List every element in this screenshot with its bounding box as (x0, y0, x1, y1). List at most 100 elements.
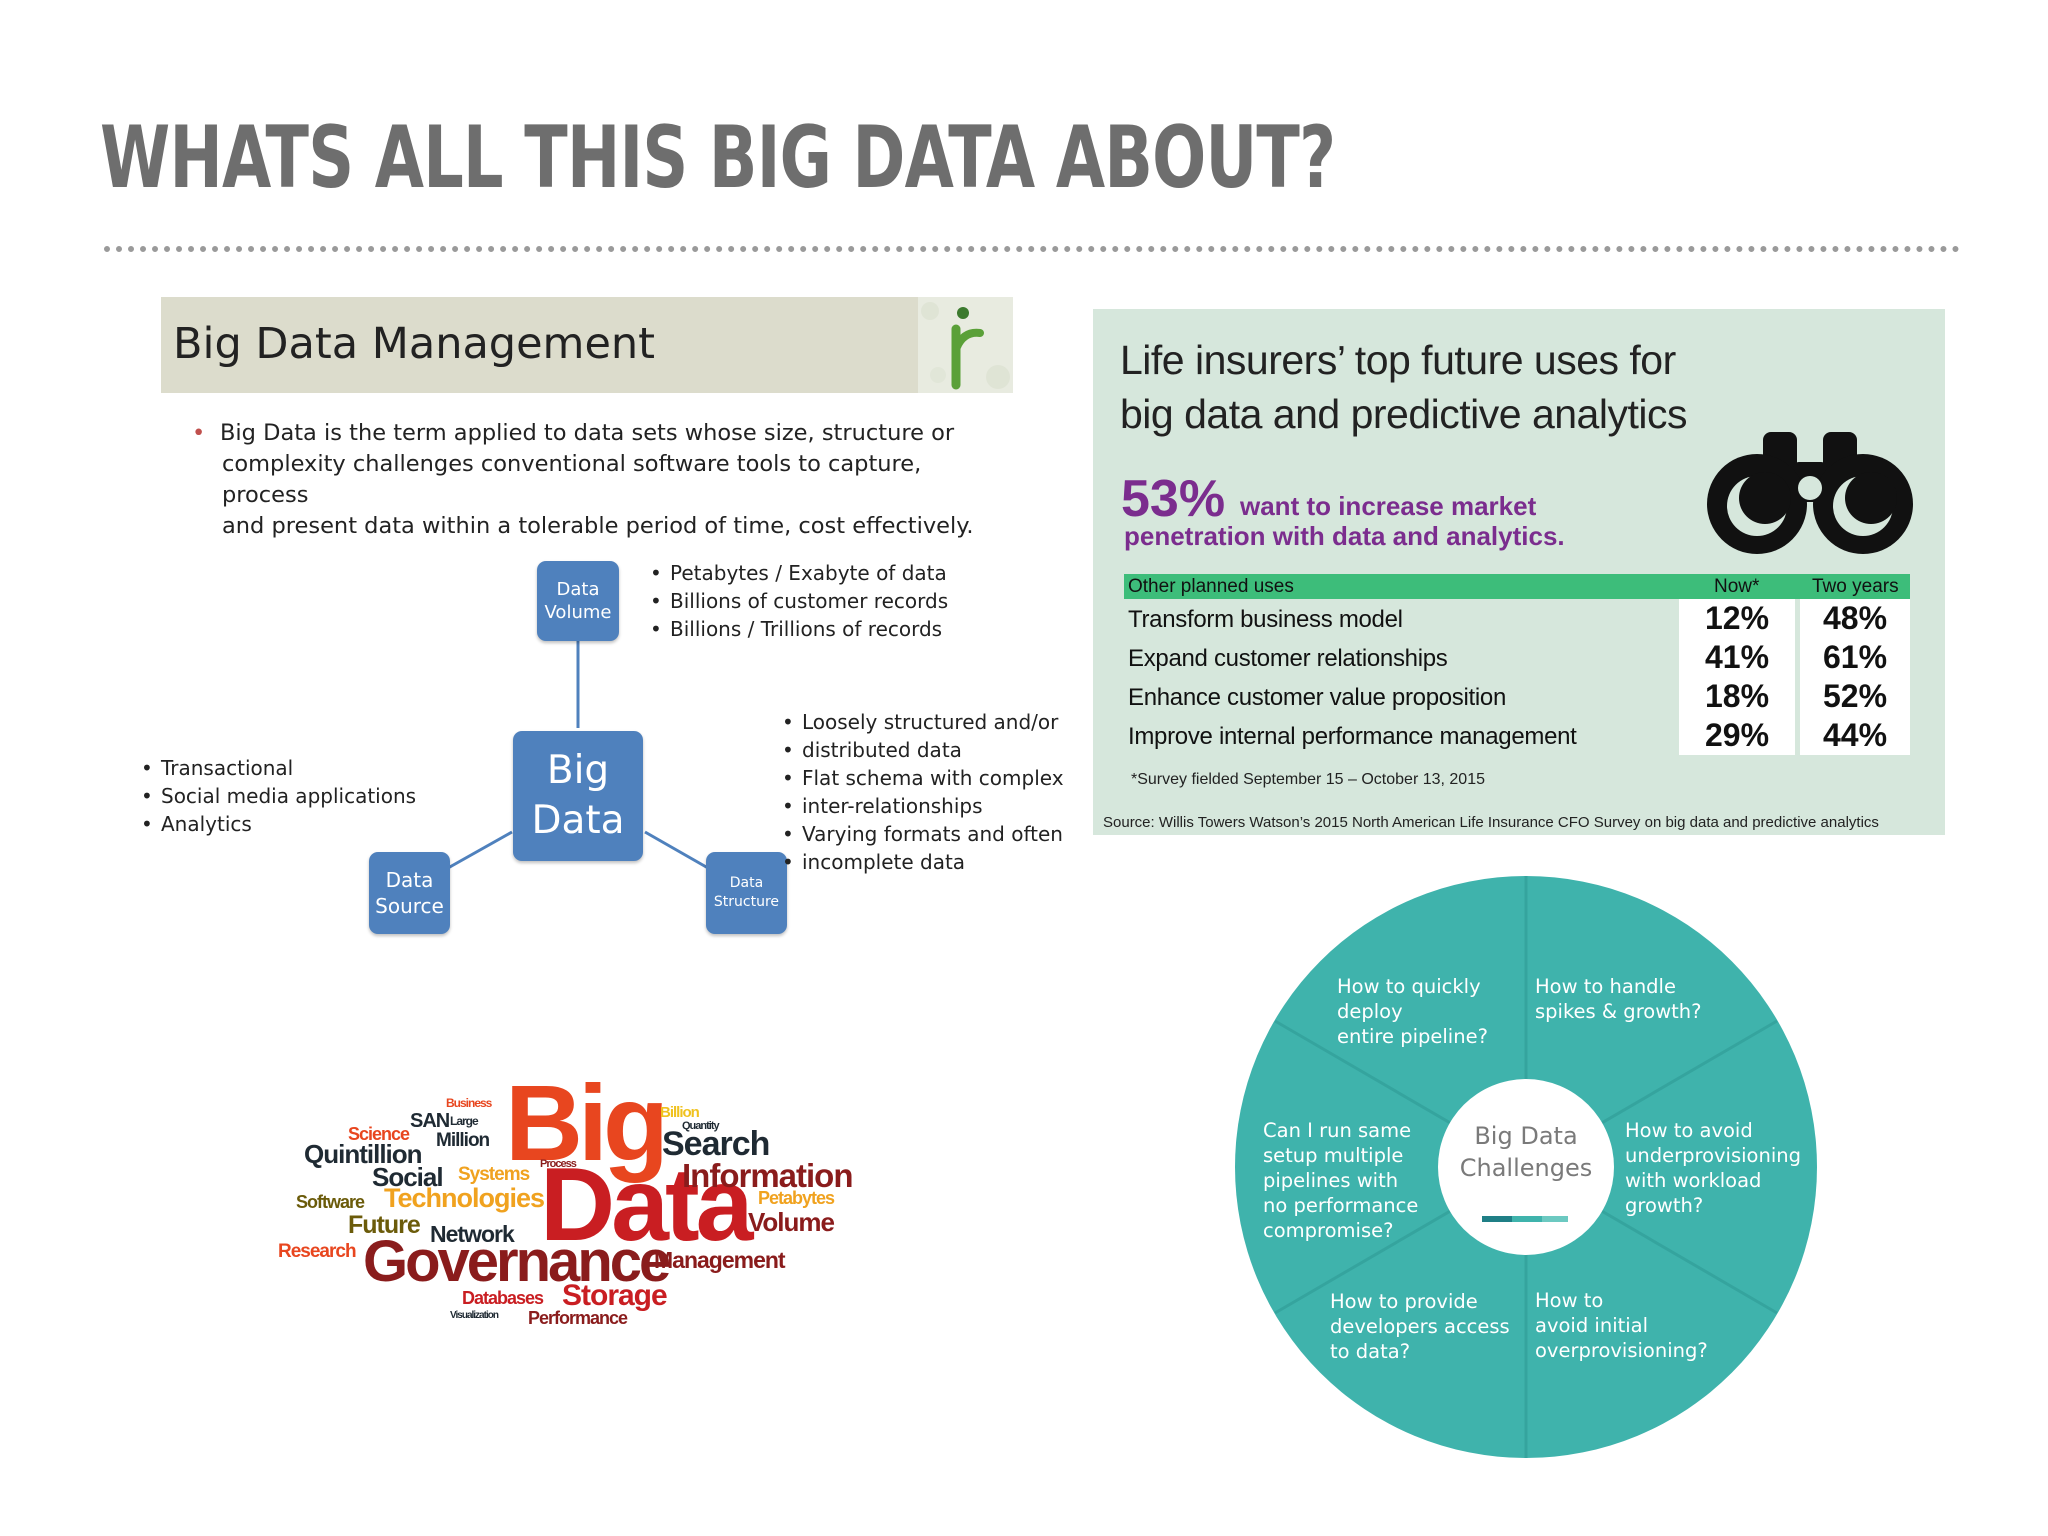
r-logo-icon (918, 297, 1013, 393)
wheel-graphic (1235, 876, 1817, 1458)
list-item-continuation: incomplete data (802, 850, 966, 874)
survey-footnote: *Survey fielded September 15 – October 1… (1131, 771, 1485, 788)
binoculars-icon (1705, 426, 1915, 561)
two-years-value: 44% (1800, 716, 1910, 755)
list-item-continuation: distributed data (802, 738, 962, 762)
word: SAN (410, 1110, 450, 1132)
segment-line: no performance (1263, 1194, 1419, 1217)
list-item: Petabytes / Exabyte of data (650, 559, 948, 587)
list-item: Analytics (141, 810, 416, 838)
word: Data (540, 1147, 753, 1263)
segment-line: spikes & growth? (1535, 1000, 1702, 1023)
insurers-title: Life insurers’ top future uses for big d… (1120, 333, 1687, 441)
title-line: big data and predictive analytics (1120, 391, 1687, 437)
word: Software (296, 1192, 365, 1212)
segment-underprovisioning: How to avoid underprovisioning with work… (1625, 1118, 1801, 1218)
list-item: Transactional (141, 754, 416, 782)
segment-line: to data? (1330, 1340, 1411, 1363)
headline-percent: 53% (1121, 470, 1226, 528)
segment-line: overprovisioning? (1535, 1339, 1708, 1362)
challenges-wheel: Big Data Challenges How to quickly deplo… (1235, 876, 1817, 1458)
word: Technologies (384, 1183, 545, 1213)
list-item-continuation: inter-relationships (802, 794, 983, 818)
list-item: Social media applications (141, 782, 416, 810)
segment-developer-access: How to provide developers access to data… (1330, 1289, 1510, 1364)
segment-line: compromise? (1263, 1219, 1394, 1242)
structure-bullets: Loosely structured and/or distributed da… (782, 708, 1064, 876)
node-text: Data (729, 875, 764, 891)
bullet-marker: • (192, 420, 206, 446)
center-label-wrap: Big Data Challenges (1437, 1120, 1615, 1184)
list-item: inter-relationships (782, 792, 1064, 820)
list-item: incomplete data (782, 848, 1064, 876)
source-bullets: Transactional Social media applications … (141, 754, 416, 838)
segment-overprovisioning: How to avoid initial overprovisioning? (1535, 1288, 1708, 1363)
word: Research (278, 1241, 357, 1262)
word: Petabytes (758, 1188, 835, 1208)
list-item: Billions / Trillions of records (650, 615, 948, 643)
node-text: Data (556, 579, 600, 600)
segment-line: avoid initial (1535, 1314, 1649, 1337)
word: Search (662, 1125, 770, 1163)
word: Quantity (682, 1120, 720, 1132)
word: Systems (458, 1164, 530, 1185)
definition-line-1: Big Data is the term applied to data set… (220, 420, 955, 446)
now-value: 18% (1679, 677, 1795, 716)
source-note: Source: Willis Towers Watson’s 2015 Nort… (1103, 814, 1879, 831)
node-text: Data (385, 868, 434, 892)
volume-bullets: Petabytes / Exabyte of data Billions of … (650, 559, 948, 643)
slide-title: WHATS ALL THIS BIG DATA ABOUT? (100, 108, 1336, 208)
list-item: distributed data (782, 736, 1064, 764)
table-header: Other planned uses Now* Two years (1124, 574, 1910, 599)
row-label: Enhance customer value proposition (1128, 684, 1507, 711)
definition-line-2: complexity challenges conventional softw… (222, 451, 922, 508)
bdm-definition: • Big Data is the term applied to data s… (192, 418, 992, 542)
now-value: 12% (1679, 599, 1795, 638)
headline-text-1: want to increase market (1240, 491, 1537, 521)
bdm-header-bar: Big Data Management (161, 297, 1013, 393)
table-row: Improve internal performance management … (1124, 716, 1910, 755)
list-item: Flat schema with complex (782, 764, 1064, 792)
word: Billion (660, 1104, 700, 1121)
word: Social (372, 1162, 444, 1192)
table-row: Transform business model 12% 48% (1124, 599, 1910, 638)
word: Million (436, 1130, 490, 1151)
segment-line: underprovisioning (1625, 1144, 1801, 1167)
two-years-value: 48% (1800, 599, 1910, 638)
segment-line: How to avoid (1625, 1119, 1753, 1142)
table-row: Expand customer relationships 41% 61% (1124, 638, 1910, 677)
word: Databases (462, 1288, 544, 1308)
segment-line: setup multiple (1263, 1144, 1404, 1167)
data-source-node: Data Source (369, 852, 450, 934)
segment-line: entire pipeline? (1337, 1025, 1488, 1048)
list-item: Billions of customer records (650, 587, 948, 615)
node-text: Volume (544, 602, 612, 623)
node-text: Big (546, 748, 610, 793)
segment-line: growth? (1625, 1194, 1704, 1217)
bdm-title: Big Data Management (173, 319, 656, 369)
segment-line: developers access (1330, 1315, 1510, 1338)
table-row: Enhance customer value proposition 18% 5… (1124, 677, 1910, 716)
title-divider (104, 246, 1960, 252)
word: Visualization (450, 1310, 499, 1321)
now-value: 41% (1679, 638, 1795, 677)
word: Quintillion (304, 1139, 423, 1169)
node-text: Source (375, 894, 444, 918)
segment-line: How to provide (1330, 1290, 1478, 1313)
center-line: Big Data (1474, 1122, 1578, 1150)
segment-multiple-pipelines: Can I run same setup multiple pipelines … (1263, 1118, 1418, 1243)
node-text: Data (531, 798, 625, 843)
segment-deploy: How to quickly deploy entire pipeline? (1337, 974, 1488, 1049)
planned-uses-table: Other planned uses Now* Two years Transf… (1124, 574, 1910, 755)
title-line: Life insurers’ top future uses for (1120, 337, 1676, 383)
header-cell: Two years (1812, 576, 1899, 597)
word: Future (348, 1211, 421, 1239)
big-data-node: Big Data (513, 731, 643, 861)
now-value: 29% (1679, 716, 1795, 755)
data-volume-node: Data Volume (537, 561, 619, 641)
two-years-value: 61% (1800, 638, 1910, 677)
segment-line: How to (1535, 1289, 1604, 1312)
word: Governance (363, 1229, 671, 1294)
word: Science (348, 1124, 410, 1144)
